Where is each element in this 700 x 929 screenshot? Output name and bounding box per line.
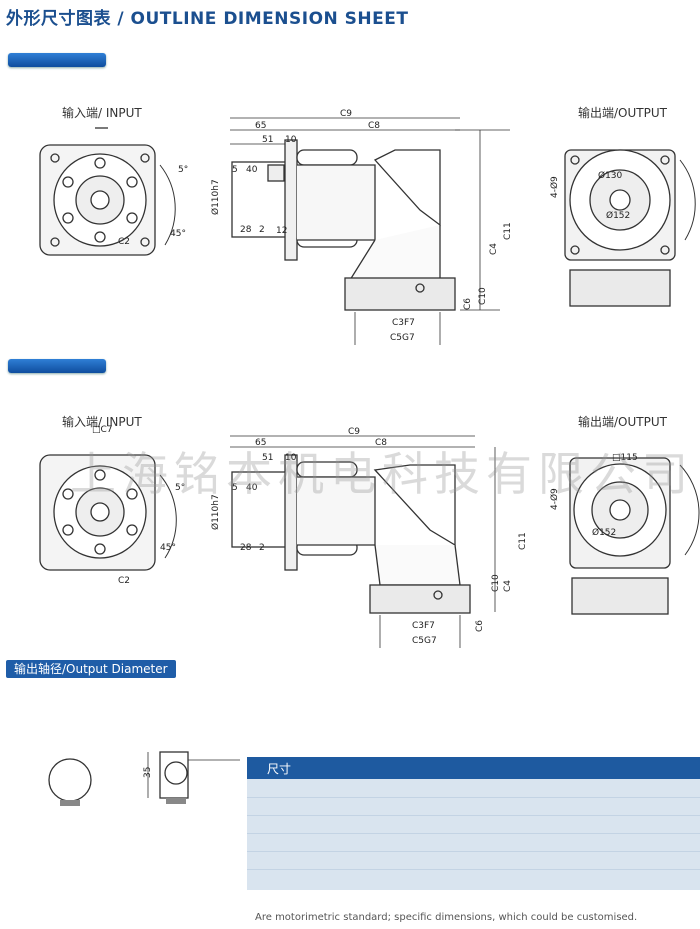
- dim-2-2: 2: [259, 543, 265, 553]
- input-flange-view-2: [39, 454, 177, 571]
- dim-c5-1: C5G7: [390, 333, 415, 343]
- dim-c4-2: C4: [503, 580, 513, 592]
- table-row: [247, 797, 700, 816]
- dim-c8-1: C8: [368, 121, 380, 131]
- footer-note: Are motorimetric standard; specific dime…: [255, 912, 638, 923]
- dim-2-1: 2: [259, 225, 265, 235]
- dim-phi152-1: Ø152: [606, 210, 630, 221]
- page-title: 外形尺寸图表 / OUTLINE DIMENSION SHEET: [6, 9, 409, 29]
- side-view-1: [230, 117, 510, 345]
- dim-c3-2: C3F7: [412, 621, 435, 631]
- dim-c2-1: C2: [118, 237, 130, 247]
- dim-51-1: 51: [262, 135, 273, 145]
- dimension-table: 尺寸: [247, 757, 700, 890]
- dim-c10-2: C10: [491, 574, 501, 592]
- table-row: [247, 815, 700, 834]
- dim-c9-2: C9: [348, 427, 360, 437]
- dim-51-2: 51: [262, 453, 273, 463]
- dim-c10-1: C10: [478, 287, 488, 305]
- output-flange-view-1: [564, 149, 696, 307]
- section-badge-2: [8, 359, 106, 373]
- dim-65-2: 65: [255, 438, 266, 448]
- dim-c7-2: □C7: [92, 425, 113, 435]
- dim-holes-2: 4-Ø9: [549, 488, 560, 510]
- dim-65-1: 65: [255, 121, 266, 131]
- watermark: 上海铭本机电科技有限公司: [70, 447, 694, 501]
- dim-c11-2: C11: [518, 532, 528, 550]
- shaft-views: [48, 751, 240, 806]
- output-label-2: 输出端/OUTPUT: [578, 415, 667, 429]
- input-label-2: 输入端/ INPUT: [62, 415, 142, 429]
- dim-c6-1: C6: [463, 298, 473, 310]
- dim-c6-2: C6: [475, 620, 485, 632]
- table-header-size: 尺寸: [267, 762, 292, 776]
- output-diameter-tab: 输出轴径/Output Diameter: [6, 660, 176, 678]
- dim-c2-2: C2: [118, 576, 130, 586]
- table-row: [247, 833, 700, 852]
- dim-28-2: 28: [240, 543, 252, 553]
- dim-c3-1: C3F7: [392, 318, 415, 328]
- dim-phi110-2: Ø110h7: [210, 494, 221, 530]
- output-label-1: 输出端/OUTPUT: [578, 106, 667, 120]
- table-row: [247, 851, 700, 870]
- dim-c9-1: C9: [340, 109, 352, 119]
- table-row: [247, 869, 700, 888]
- dim-45-1: 45°: [170, 229, 186, 239]
- side-view-2: [230, 435, 496, 648]
- section-badge-1: [8, 53, 106, 67]
- dim-10-2: 10: [285, 453, 297, 463]
- dim-phi115-2: □115: [612, 453, 638, 463]
- dim-c11-1: C11: [503, 222, 513, 240]
- output-flange-view-2: [569, 457, 700, 615]
- dim-c4-1: C4: [489, 243, 499, 255]
- dim-phi152-2: Ø152: [592, 527, 616, 538]
- input-label-1: 输入端/ INPUT: [62, 106, 142, 120]
- dim-35: 35: [143, 767, 153, 778]
- dim-5-2: 5: [232, 483, 238, 493]
- dim-c8-2: C8: [375, 438, 387, 448]
- dim-phi110-1: Ø110h7: [210, 179, 221, 215]
- dim-5-1: 5: [232, 165, 238, 175]
- dim-45-2: 45°: [160, 543, 176, 553]
- dim-5deg-1: 5°: [178, 165, 188, 175]
- dim-28-1: 28: [240, 225, 252, 235]
- dim-40-2: 40: [246, 483, 258, 493]
- dim-12-1: 12: [276, 226, 287, 236]
- input-flange-view-1: [39, 127, 176, 256]
- dim-c5-2: C5G7: [412, 636, 437, 646]
- dim-10-1: 10: [285, 135, 297, 145]
- dim-holes-1: 4-Ø9: [549, 176, 560, 198]
- dim-40-1: 40: [246, 165, 258, 175]
- dim-phi130-1: Ø130: [598, 170, 623, 181]
- dim-5deg-2: 5°: [175, 483, 185, 493]
